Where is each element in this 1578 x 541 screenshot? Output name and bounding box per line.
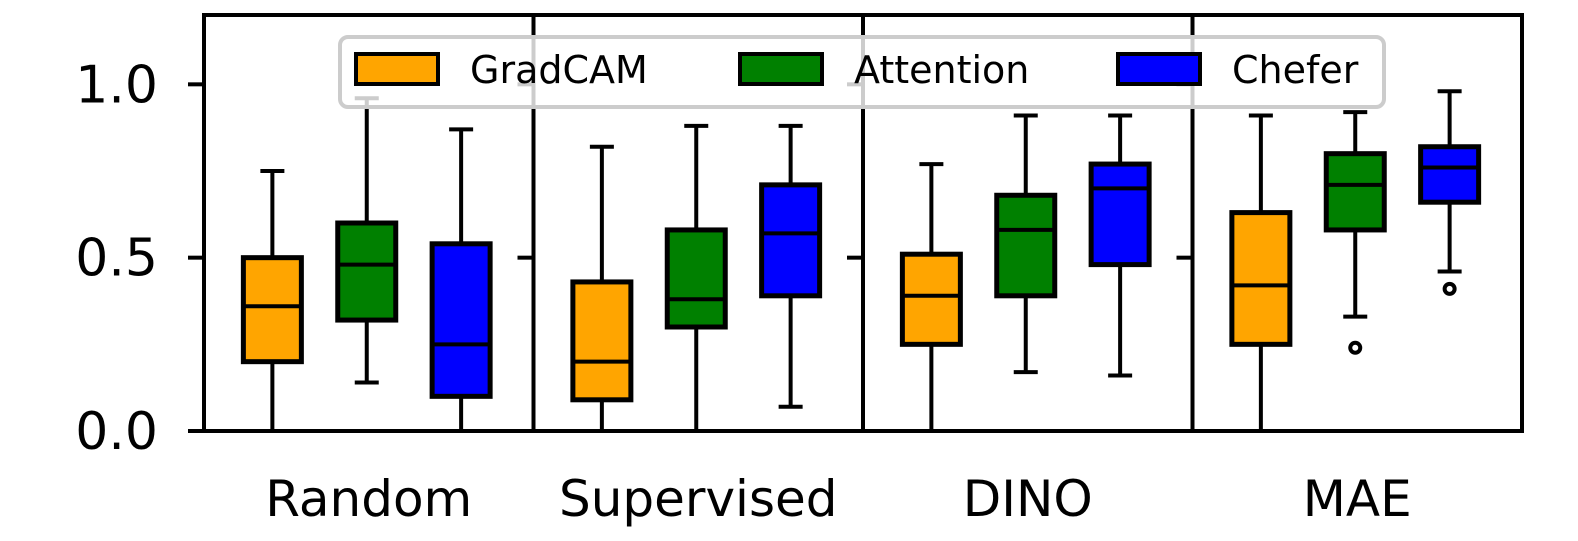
iqr-box — [994, 192, 1058, 299]
box-chefer-dino — [1088, 113, 1152, 378]
box-attention-random — [335, 96, 399, 385]
box-attention-supervised — [664, 123, 728, 433]
legend: GradCAM Attention Chefer — [338, 35, 1386, 109]
y-tick-label: 0.5 — [75, 229, 158, 289]
box-chefer-random — [429, 127, 493, 433]
box-attention-dino — [994, 113, 1058, 375]
box-gradcam-random — [240, 169, 304, 433]
outlier-point — [1442, 281, 1457, 296]
y-tick-label: 1.0 — [75, 55, 158, 115]
category-label-supervised: Supervised — [559, 470, 838, 528]
iqr-box — [429, 241, 493, 399]
plot-frame — [202, 13, 1524, 433]
iqr-box — [1088, 161, 1152, 268]
iqr-box — [1323, 151, 1387, 233]
box-gradcam-mae — [1229, 113, 1293, 433]
category-label-mae: MAE — [1303, 470, 1412, 528]
iqr-box — [1418, 144, 1482, 205]
box-gradcam-supervised — [570, 144, 634, 433]
legend-label-gradcam: GradCAM — [470, 48, 648, 92]
legend-swatch-gradcam — [354, 52, 440, 86]
box-series — [240, 89, 1482, 433]
y-axis-ticks: 0.0 0.5 1.0 — [75, 55, 204, 462]
legend-label-attention: Attention — [854, 48, 1029, 92]
iqr-box — [664, 227, 728, 330]
iqr-box — [570, 279, 634, 403]
legend-swatch-attention — [738, 52, 824, 86]
category-labels: Random Supervised DINO MAE — [265, 470, 1411, 528]
legend-label-chefer: Chefer — [1232, 48, 1359, 92]
box-attention-mae — [1323, 110, 1387, 355]
iqr-box — [240, 255, 304, 365]
box-chefer-mae — [1418, 89, 1482, 296]
legend-swatch-chefer — [1116, 52, 1202, 86]
outlier-point — [1348, 340, 1363, 355]
y-tick-label: 0.0 — [75, 402, 158, 462]
iqr-box — [335, 220, 399, 323]
box-gradcam-dino — [899, 162, 963, 433]
category-label-random: Random — [265, 470, 472, 528]
iqr-box — [1229, 210, 1293, 347]
iqr-box — [759, 182, 823, 299]
category-label-dino: DINO — [963, 470, 1093, 528]
iqr-box — [899, 251, 963, 347]
box-chefer-supervised — [759, 123, 823, 409]
